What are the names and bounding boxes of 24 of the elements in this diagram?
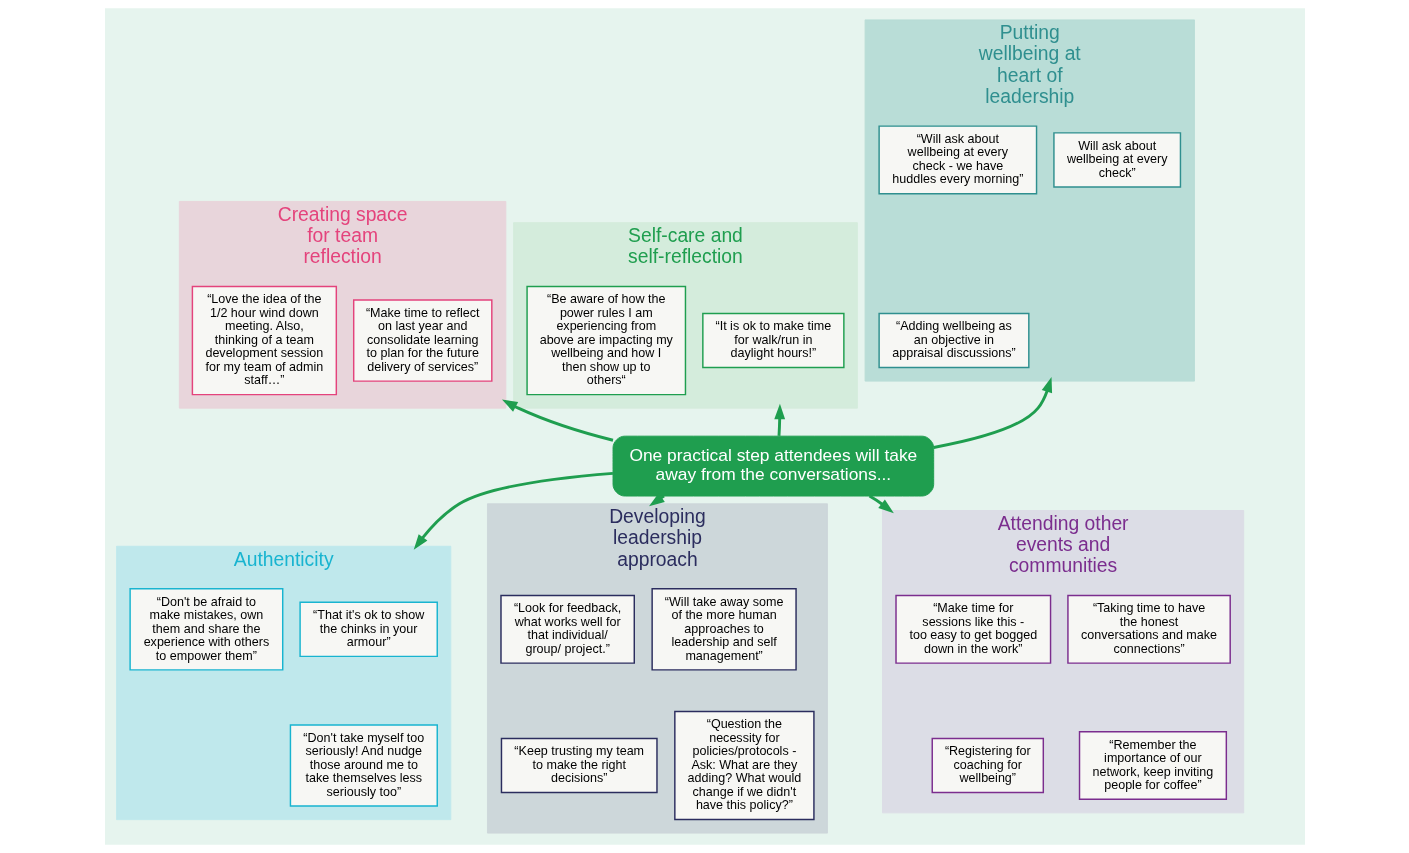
node-box: “Registering for coaching for wellbeing” — [931, 737, 1044, 794]
arrow — [868, 494, 894, 514]
node-box: “Keep trusting my team to make the right decisions” — [500, 737, 658, 794]
node-box: “Make time to reflect on last year and consolidate learning to plan for the future delivery of services” — [352, 299, 493, 382]
arrow — [773, 403, 785, 436]
node-box: “Remember the importance of our network, keep inviting people for coffee” — [1078, 730, 1227, 801]
node-box: “Don't be afraid to make mistakes, own them and share the experience with others to empower them” — [128, 588, 283, 671]
node-box: “Will ask about wellbeing at every check - we have huddles every morning” — [877, 125, 1037, 195]
arrow — [932, 376, 1052, 449]
node-box: “Question the necessity for policies/protocols - Ask: What are they adding? What would change if we didn't have this policy?” — [673, 710, 815, 821]
node-box: “Taking time to have the honest conversations and make connections” — [1066, 594, 1231, 664]
node-box: Will ask about wellbeing at every check” — [1052, 132, 1181, 188]
node-box: One practical step attendees will take away from the conversations... — [612, 435, 934, 497]
node-box: “Adding wellbeing as an objective in appraisal discussions” — [877, 312, 1030, 369]
node-box: “Love the idea of the 1/2 hour wind down meeting. Also, thinking of a team development session for my team of admin staff…” — [191, 285, 337, 396]
node-box: “Don't take myself too seriously! And nudge those around me to take themselves less seriously too” — [289, 724, 438, 807]
node-box: “Look for feedback, what works well for that individual/ group/ project.” — [499, 594, 635, 664]
arrow — [501, 399, 613, 442]
node-box: “Will take away some of the more human approaches to leadership and self management” — [650, 588, 797, 671]
node-box: “That it's ok to show the chinks in your armour” — [298, 601, 438, 658]
arrow — [413, 471, 613, 550]
node-box: “It is ok to make time for walk/run in daylight hours!” — [701, 312, 845, 369]
node-box: “Be aware of how the power rules I am experiencing from above are impacting my wellbeing and how I then show up to others“ — [525, 285, 686, 396]
node-box: “Make time for sessions like this - too easy to get bogged down in the work” — [894, 594, 1051, 664]
